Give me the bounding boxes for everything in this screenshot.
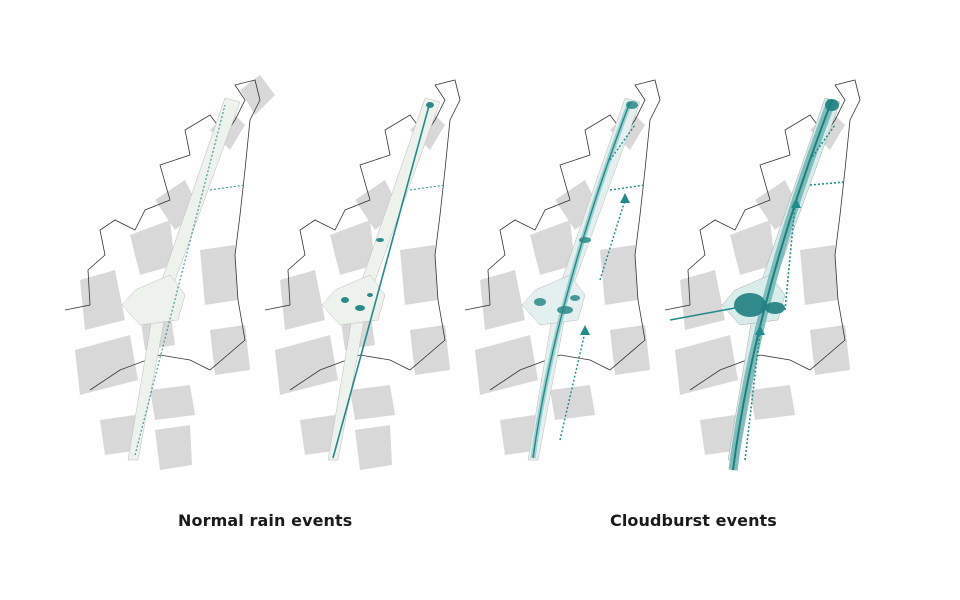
arrowheads [580, 193, 630, 335]
map-panel-1 [60, 70, 300, 510]
building-blocks [75, 75, 275, 470]
water-channel [332, 101, 431, 459]
boundary-line [664, 79, 861, 391]
water-pools [734, 99, 839, 317]
site-plan-normal-1 [64, 75, 275, 470]
water-pools [534, 101, 638, 314]
flow-arrow [409, 184, 446, 191]
building-blocks [275, 110, 450, 470]
boundary-line [464, 79, 661, 391]
boundary-line [264, 79, 461, 391]
arrowheads [755, 198, 801, 335]
flow-arrow [209, 184, 246, 191]
boundary-line [64, 79, 261, 391]
map-panel-4 [660, 70, 900, 510]
corridor [121, 97, 241, 461]
site-plan-cloudburst-3 [464, 79, 661, 461]
corridor [321, 97, 441, 461]
water-pools [341, 102, 434, 311]
flow-arrows [559, 124, 646, 441]
building-blocks [475, 110, 650, 455]
flow-arrow [134, 104, 226, 456]
caption-cloudburst: Cloudburst events [610, 511, 777, 530]
map-panel-3 [460, 70, 700, 510]
flow-arrows [744, 124, 846, 461]
caption-normal-rain: Normal rain events [178, 511, 353, 530]
site-plan-normal-2 [264, 79, 461, 470]
site-plan-cloudburst-4 [664, 79, 861, 471]
map-panel-2 [260, 70, 500, 510]
